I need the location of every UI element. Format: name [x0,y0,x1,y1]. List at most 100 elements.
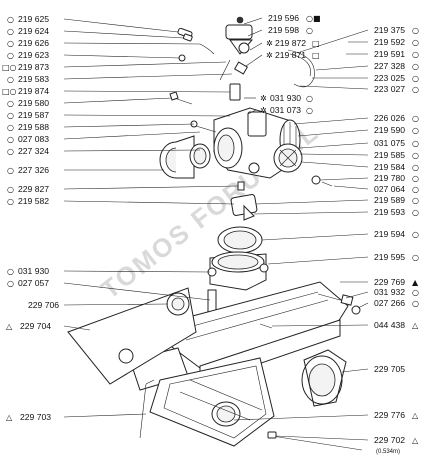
label-symbol: ✲ [260,94,267,103]
part-number: 027 266 [374,298,405,308]
part-number: 227 328 [374,61,405,71]
part-number: 219 624 [18,26,49,36]
part-number: 219 584 [374,162,405,172]
part-number: 219 588 [18,122,49,132]
cable-adjuster-parts [177,27,215,62]
filter-tray [149,357,275,447]
part-number: 219 591 [374,49,405,59]
label-symbol: ○ [7,75,14,84]
part-number: 219 596 [268,13,299,23]
part-number: 223 027 [374,84,405,94]
part-number: 031 073 [270,105,301,115]
small-screws [230,181,258,221]
part-number: 219 871 [275,50,306,60]
label-symbol: ○ [412,62,419,71]
part-number: 219 625 [18,14,49,24]
part-number: 219 623 [18,50,49,60]
part-number: 219 587 [18,110,49,120]
label-symbol: □ [312,51,320,60]
part-number: 229 776 [374,410,405,420]
label-symbol: ○ [7,166,14,175]
intake-sleeve [159,135,211,179]
label-symbol: ○ [7,267,14,276]
label-symbol: □○ [2,63,17,72]
breather-hose [267,431,363,451]
air-intake-connector [207,251,269,321]
label-symbol: ○ [7,99,14,108]
part-number: 219 595 [374,252,405,262]
label-symbol: △ [6,413,13,422]
part-number: 031 075 [374,138,405,148]
label-symbol: ○ [7,123,14,132]
label-symbol: ✲ [266,51,273,60]
part-number: 219 582 [18,196,49,206]
part-number: 219 873 [18,62,49,72]
part-number: 219 593 [374,207,405,217]
label-symbol: ○■ [306,14,321,23]
part-number: 219 583 [18,74,49,84]
label-symbol: △ [412,321,419,330]
leader-lines [63,17,369,441]
label-symbol: □ [312,39,320,48]
label-symbol: ○ [7,15,14,24]
part-number: 031 930 [18,266,49,276]
label-symbol: ○ [412,85,419,94]
label-symbol: ○ [412,50,419,59]
part-number: 219 598 [268,25,299,35]
part-number: 027 064 [374,184,405,194]
label-symbol: ○ [412,38,419,47]
float-bowl [273,143,333,187]
label-symbol: ○ [412,253,419,262]
part-number: 229 706 [28,300,59,310]
part-number: 219 590 [374,125,405,135]
label-symbol: ○ [7,39,14,48]
label-symbol: ○ [412,288,419,297]
part-number: 219 872 [275,38,306,48]
cable-length-note: (0.534m) [376,449,400,455]
label-symbol: ○ [412,163,419,172]
filter-gasket [217,226,263,254]
part-number: 027 083 [18,134,49,144]
part-number: 223 025 [374,73,405,83]
label-symbol: ○ [306,94,313,103]
label-symbol: ○ [412,196,419,205]
label-symbol: ○ [7,147,14,156]
label-symbol: ○ [7,135,14,144]
part-number: 229 769 [374,277,405,287]
label-symbol: ○ [412,114,419,123]
label-symbol: ▲ [412,278,419,287]
label-symbol: ○ [7,27,14,36]
part-number: 229 705 [374,364,405,374]
label-symbol: △ [412,436,419,445]
part-number: 227 324 [18,146,49,156]
part-number: 219 780 [374,173,405,183]
label-symbol: ✲ [260,106,267,115]
label-symbol: □○ [2,87,17,96]
label-symbol: △ [412,411,419,420]
part-number: 031 930 [270,93,301,103]
carburetor-top-assembly [219,16,315,101]
label-symbol: ○ [412,174,419,183]
intake-boot [301,349,347,407]
label-symbol: ○ [306,106,313,115]
label-symbol: ○ [306,26,313,35]
label-symbol: ○ [7,111,14,120]
label-symbol: ○ [412,208,419,217]
label-symbol: ○ [412,299,419,308]
part-number: 219 585 [374,150,405,160]
right-part-labels: 219 375 ○ 219 592 ○ 219 591 ○ 227 328 ○ … [374,25,419,455]
part-number: 227 326 [18,165,49,175]
label-symbol: ○ [412,151,419,160]
part-number: 229 704 [20,321,51,331]
part-number: 229 703 [20,412,51,422]
label-symbol: ○ [412,230,419,239]
part-number: 219 375 [374,25,405,35]
label-symbol: ○ [7,51,14,60]
label-symbol: ✲ [266,39,273,48]
part-number: 219 589 [374,195,405,205]
part-number: 229 827 [18,184,49,194]
part-number: 027 057 [18,278,49,288]
label-symbol: ○ [412,26,419,35]
part-number: 219 594 [374,229,405,239]
